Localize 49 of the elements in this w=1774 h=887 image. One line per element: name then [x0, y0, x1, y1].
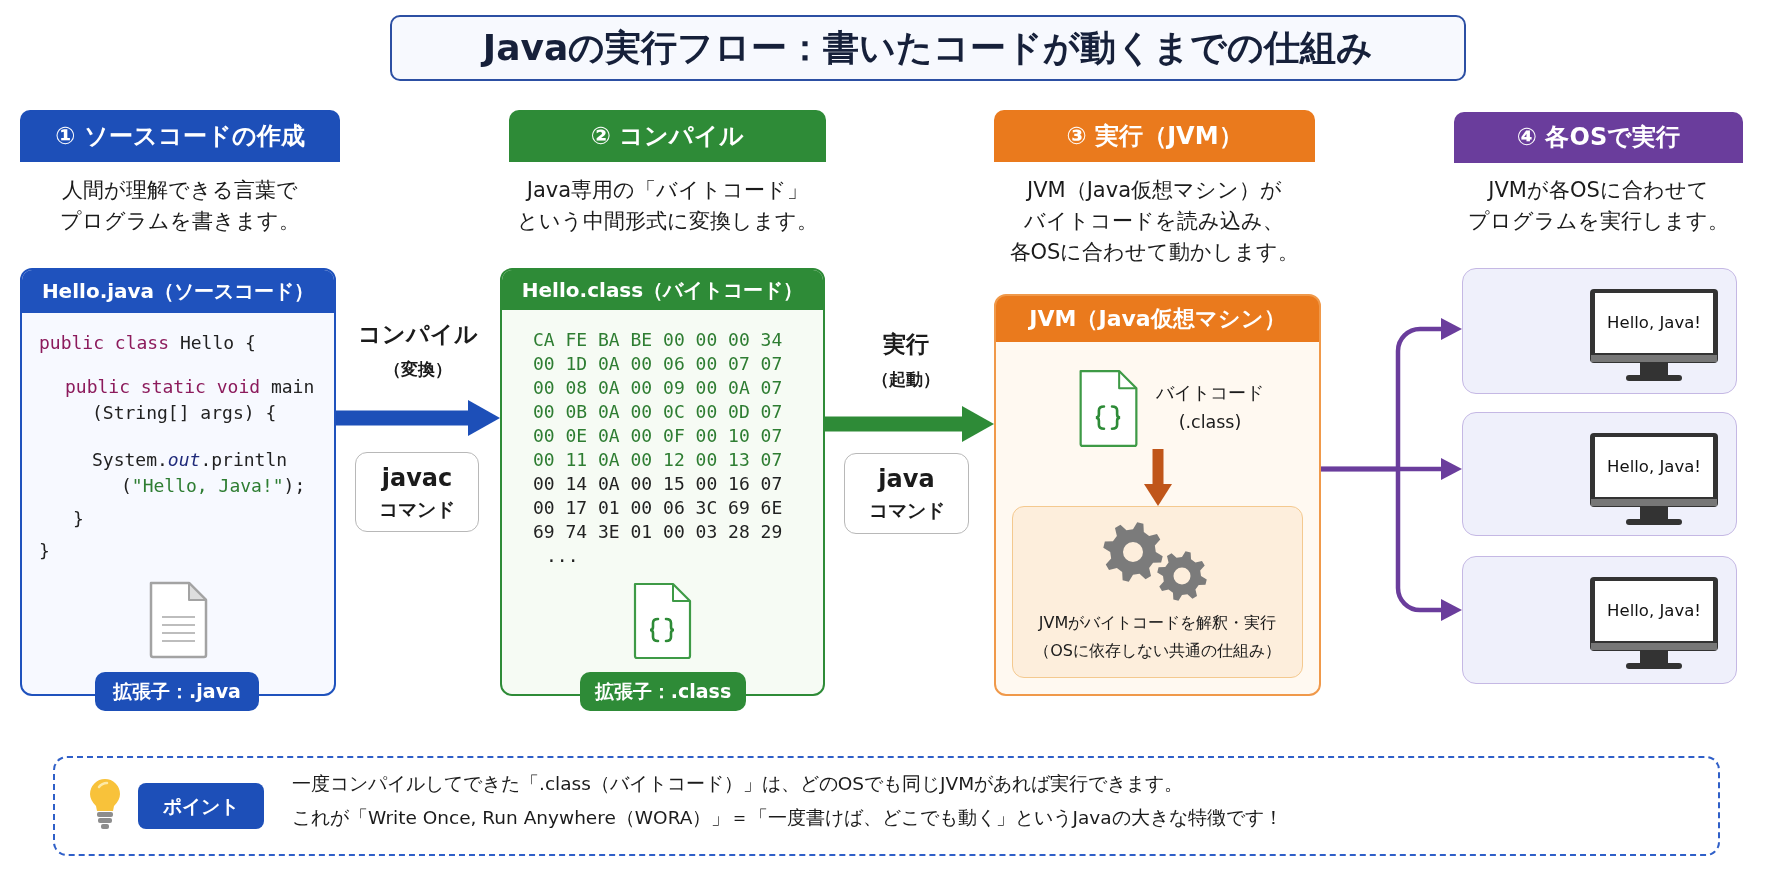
screen-text: Hello, Java!: [1607, 600, 1701, 622]
hex-line: 00 17 01 00 06 3C 69 6E: [533, 496, 783, 520]
step-header: ① ソースコードの作成: [20, 110, 340, 162]
panel-title: JVM（Java仮想マシン）: [1029, 305, 1286, 333]
tip-box: [53, 756, 1720, 856]
hex-line: 00 0B 0A 00 0C 00 0D 07: [533, 400, 783, 424]
os-card: [1462, 412, 1737, 536]
command-box: java コマンド: [844, 453, 969, 534]
extension-badge: 拡張子：.class: [580, 672, 746, 711]
hex-line: 00 14 0A 00 15 00 16 07: [533, 472, 783, 496]
step-description: Java専用の「バイトコード」という中間形式に変換します。: [517, 177, 818, 235]
file-label: バイトコード (.class): [1155, 382, 1265, 434]
step-description: JVMが各OSに合わせてプログラムを実行します。: [1468, 177, 1729, 235]
step-description: 人間が理解できる言葉でプログラムを書きます。: [60, 177, 300, 235]
block-arrow: [336, 400, 500, 436]
step-description: JVM（Java仮想マシン）がバイトコードを読み込み、各OSに合わせて動かします。: [1009, 177, 1300, 266]
note-text: 一度コンパイルしてできた「.class（バイトコード）」は、どのOSでも同じJVMがあれば実行できます。: [292, 772, 1184, 796]
block-arrow: [825, 406, 994, 442]
note-text: これが「Write Once, Run Anywhere（WORA）」＝「一度書けば、どこでも動く」というJavaの大きな特徴です！: [292, 806, 1283, 830]
hex-line: ...: [546, 544, 579, 568]
os-card: [1462, 556, 1737, 684]
command-box: javac コマンド: [355, 452, 479, 532]
hex-line: 00 11 0A 00 12 00 13 07: [533, 448, 783, 472]
jvm-panel: [994, 294, 1321, 696]
code-line: }: [73, 507, 84, 531]
arrow: [1321, 466, 1462, 621]
process-box: [1012, 506, 1303, 678]
card-header: Hello.class（バイトコード）: [502, 270, 823, 310]
code-line: public static void main (String[] args) {: [65, 375, 316, 425]
code-line: System.out.println ("Hello, Java!");: [92, 448, 307, 498]
hex-line: 00 1D 0A 00 06 00 07 07: [533, 352, 783, 376]
step-header: ④ 各OSで実行: [1454, 112, 1743, 163]
process-text: JVMがバイトコードを解釈・実行（OSに依存しない共通の仕組み）: [1034, 612, 1281, 662]
hex-line: 00 0E 0A 00 0F 00 10 07: [533, 424, 783, 448]
hex-line: 69 74 3E 01 00 03 28 29: [533, 520, 783, 544]
step-header: ② コンパイル: [509, 110, 826, 162]
step-header: ③ 実行（JVM）: [994, 110, 1315, 162]
hex-line: CA FE BA BE 00 00 00 34: [533, 328, 783, 352]
extension-badge: 拡張子：.java: [95, 672, 259, 711]
card-header: Hello.java（ソースコード）: [22, 270, 334, 313]
os-card: [1462, 268, 1737, 394]
code-line: public class Hello {: [39, 331, 256, 355]
point-badge: ポイント: [138, 783, 264, 829]
code-line: }: [39, 539, 50, 563]
screen-text: Hello, Java!: [1607, 312, 1701, 334]
block-arrow: [1144, 449, 1172, 506]
screen-text: Hello, Java!: [1607, 456, 1701, 478]
hex-line: 00 08 0A 00 09 00 0A 07: [533, 376, 783, 400]
diagram-title: Javaの実行フロー：書いたコードが動くまでの仕組み: [390, 15, 1466, 81]
